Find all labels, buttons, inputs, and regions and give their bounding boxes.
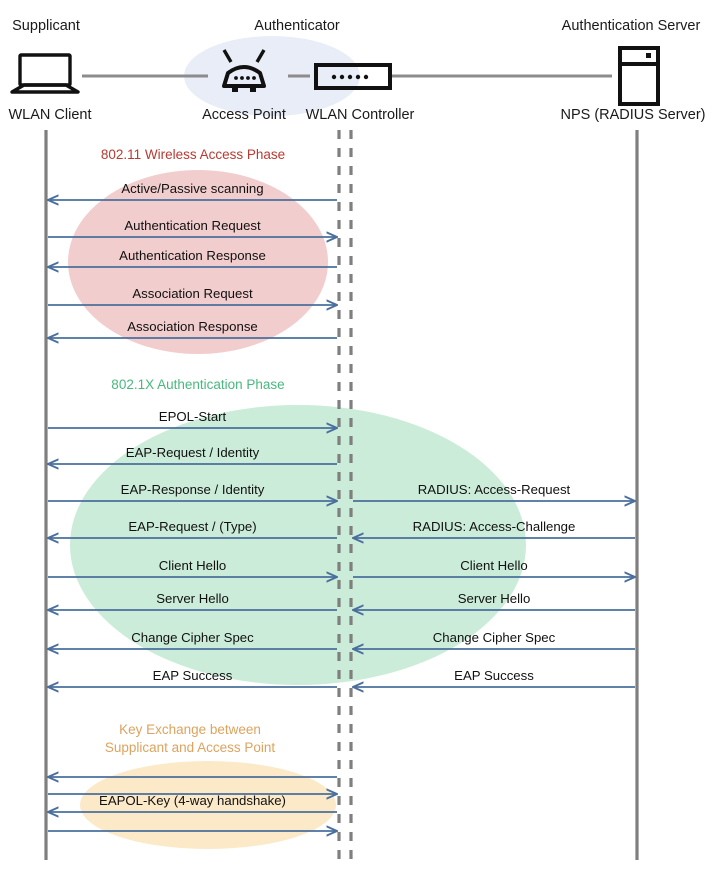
phase-key-exchange-ellipse: [80, 761, 336, 849]
message-label-left: EAP-Request / Identity: [125, 445, 260, 460]
message-label-left: Association Request: [132, 286, 253, 301]
message-label-left: Authentication Response: [119, 248, 266, 263]
phase-title-8021x: 802.1X Authentication Phase: [111, 377, 285, 392]
message-label-left: EAP-Response / Identity: [120, 482, 265, 497]
message-label-right: Client Hello: [460, 558, 528, 573]
message-label-left: EAP Success: [152, 668, 233, 683]
message-label-left: Server Hello: [156, 591, 229, 606]
message-label-left: Client Hello: [158, 558, 227, 573]
access-point-icon: [222, 49, 266, 92]
phase-title-key-exchange-line2: Supplicant and Access Point: [104, 740, 276, 756]
message-label-right: RADIUS: Access-Request: [417, 482, 571, 497]
message-label-left: Association Response: [127, 319, 258, 334]
actor-device-access-point: Access Point: [202, 107, 286, 123]
actor-device-wlan-controller: WLAN Controller: [305, 107, 415, 123]
message-label-left: EAPOL-Key (4-way handshake): [99, 793, 286, 808]
laptop-icon: [10, 53, 80, 94]
message-label-left: EPOL-Start: [158, 409, 227, 424]
actor-device-wlan-client: WLAN Client: [8, 107, 92, 123]
message-label-left: Active/Passive scanning: [121, 181, 264, 196]
message-label-left: EAP-Request / (Type): [128, 519, 257, 534]
actor-role-authenticator: Authenticator: [254, 18, 340, 34]
phase-80211-ellipse: [68, 170, 328, 354]
actor-device-nps-radius-server: NPS (RADIUS Server): [560, 107, 706, 123]
actor-role-supplicant: Supplicant: [12, 18, 80, 34]
message-label-left: Change Cipher Spec: [131, 630, 254, 645]
message-label-left: Authentication Request: [124, 218, 261, 233]
message-arrows-left: [48, 200, 337, 831]
message-label-right: Server Hello: [457, 591, 531, 606]
server-icon: [618, 46, 660, 106]
message-arrows-right: [353, 501, 635, 687]
message-label-right: Change Cipher Spec: [432, 630, 556, 645]
phase-title-80211: 802.11 Wireless Access Phase: [100, 147, 286, 162]
phase-title-key-exchange: Key Exchange between Supplicant and Acce…: [105, 721, 275, 757]
wlan-controller-icon: [314, 63, 392, 90]
actor-role-authentication-server: Authentication Server: [561, 18, 701, 34]
message-label-right: EAP Success: [454, 668, 534, 683]
phase-title-key-exchange-line1: Key Exchange between: [119, 722, 261, 737]
message-label-right: RADIUS: Access-Challenge: [412, 519, 576, 534]
phase-8021x-ellipse: [70, 405, 526, 685]
